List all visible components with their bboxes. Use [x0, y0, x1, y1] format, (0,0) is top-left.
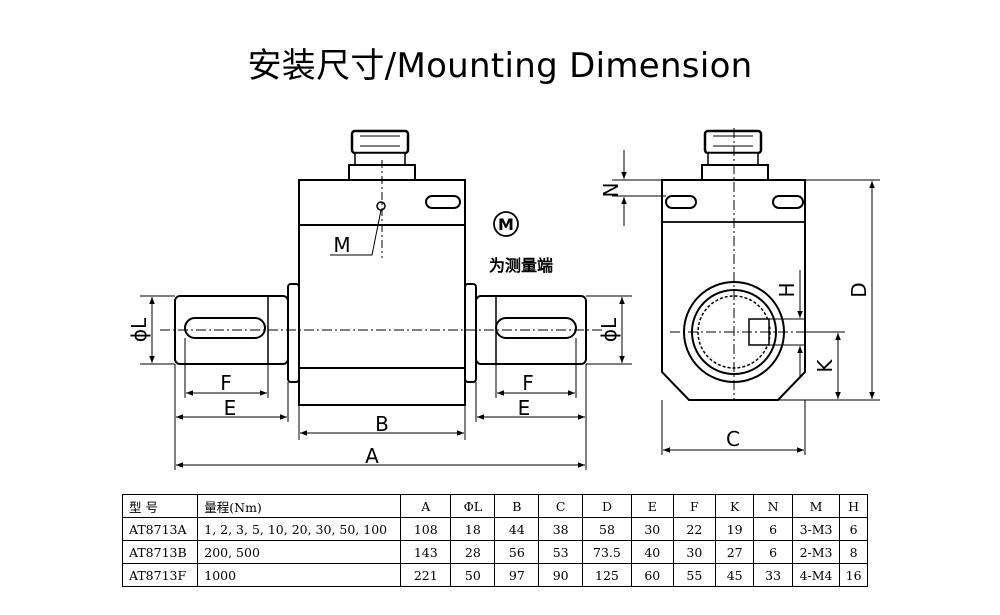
dim-label-D: D: [847, 282, 871, 297]
table-cell: 18: [450, 517, 496, 541]
dim-label-H: H: [775, 282, 799, 297]
table-header-cell: M: [791, 494, 841, 518]
table-cell: 108: [400, 517, 452, 541]
table-cell: 90: [538, 563, 584, 587]
table-cell: 16: [839, 563, 868, 587]
table-cell: AT8713B: [121, 540, 199, 564]
dim-label-M: M: [333, 233, 350, 257]
dim-label-N: N: [599, 183, 623, 198]
table-cell: 30: [672, 540, 716, 564]
table-cell: 27: [714, 540, 755, 564]
table-cell: 45: [714, 563, 755, 587]
dim-label-F-right: F: [522, 371, 534, 395]
dim-label-C: C: [726, 427, 740, 451]
table-cell: 221: [400, 563, 452, 587]
table-cell: AT8713A: [121, 517, 199, 541]
table-header-cell: ΦL: [450, 494, 496, 518]
table-cell: 60: [630, 563, 674, 587]
table-cell: 33: [753, 563, 793, 587]
table-cell: AT8713F: [121, 563, 199, 587]
front-view: [140, 129, 632, 470]
table-cell: 28: [450, 540, 496, 564]
dim-label-phiL-right: ϕL: [597, 317, 621, 342]
table-cell: 97: [494, 563, 540, 587]
table-header-cell: C: [538, 494, 584, 518]
table-header-cell: N: [753, 494, 793, 518]
table-cell: 4-M4: [791, 563, 841, 587]
table-header-cell: E: [630, 494, 674, 518]
table-header-cell: K: [714, 494, 755, 518]
callout-symbol: M: [498, 215, 514, 234]
measuring-end-callout: M 为测量端: [489, 211, 553, 275]
table-header-cell: A: [400, 494, 452, 518]
table-header-cell: 量程(Nm): [197, 494, 402, 518]
side-view: [612, 128, 880, 455]
dim-label-phiL-left: ϕL: [127, 317, 151, 342]
table-cell: 6: [753, 517, 793, 541]
dim-label-E-left: E: [224, 396, 237, 420]
table-header-cell: 型 号: [121, 494, 199, 518]
table-cell: 19: [714, 517, 755, 541]
table-cell: 55: [672, 563, 716, 587]
dim-label-K: K: [813, 359, 837, 373]
table-cell: 8: [839, 540, 868, 564]
dim-label-A: A: [365, 444, 379, 468]
table-cell: 50: [450, 563, 496, 587]
dim-label-E-right: E: [518, 396, 531, 420]
table-header-cell: B: [494, 494, 540, 518]
table-cell: 2-M3: [791, 540, 841, 564]
table-cell: 38: [538, 517, 584, 541]
table-cell: 56: [494, 540, 540, 564]
table-header-cell: F: [672, 494, 716, 518]
page-title: 安装尺寸/Mounting Dimension: [247, 46, 753, 86]
table-cell: 6: [753, 540, 793, 564]
table-cell: 53: [538, 540, 584, 564]
table-cell: 3-M3: [791, 517, 841, 541]
table-cell: 40: [630, 540, 674, 564]
table-cell: 143: [400, 540, 452, 564]
dim-label-B: B: [375, 412, 389, 436]
table-cell: 58: [582, 517, 632, 541]
table-cell: 1000: [197, 563, 402, 587]
table-cell: 22: [672, 517, 716, 541]
callout-note: 为测量端: [489, 256, 553, 275]
table-cell: 1, 2, 3, 5, 10, 20, 30, 50, 100: [197, 517, 402, 541]
table-cell: 44: [494, 517, 540, 541]
table-cell: 30: [630, 517, 674, 541]
table-header-cell: H: [839, 494, 868, 518]
table-cell: 200, 500: [197, 540, 402, 564]
table-cell: 125: [582, 563, 632, 587]
table-cell: 6: [839, 517, 868, 541]
table-header-cell: D: [582, 494, 632, 518]
table-cell: 73.5: [582, 540, 632, 564]
mounting-drawing: A B E F E F M ϕL ϕL M 为测量端: [127, 128, 880, 470]
dim-label-F-left: F: [220, 371, 232, 395]
